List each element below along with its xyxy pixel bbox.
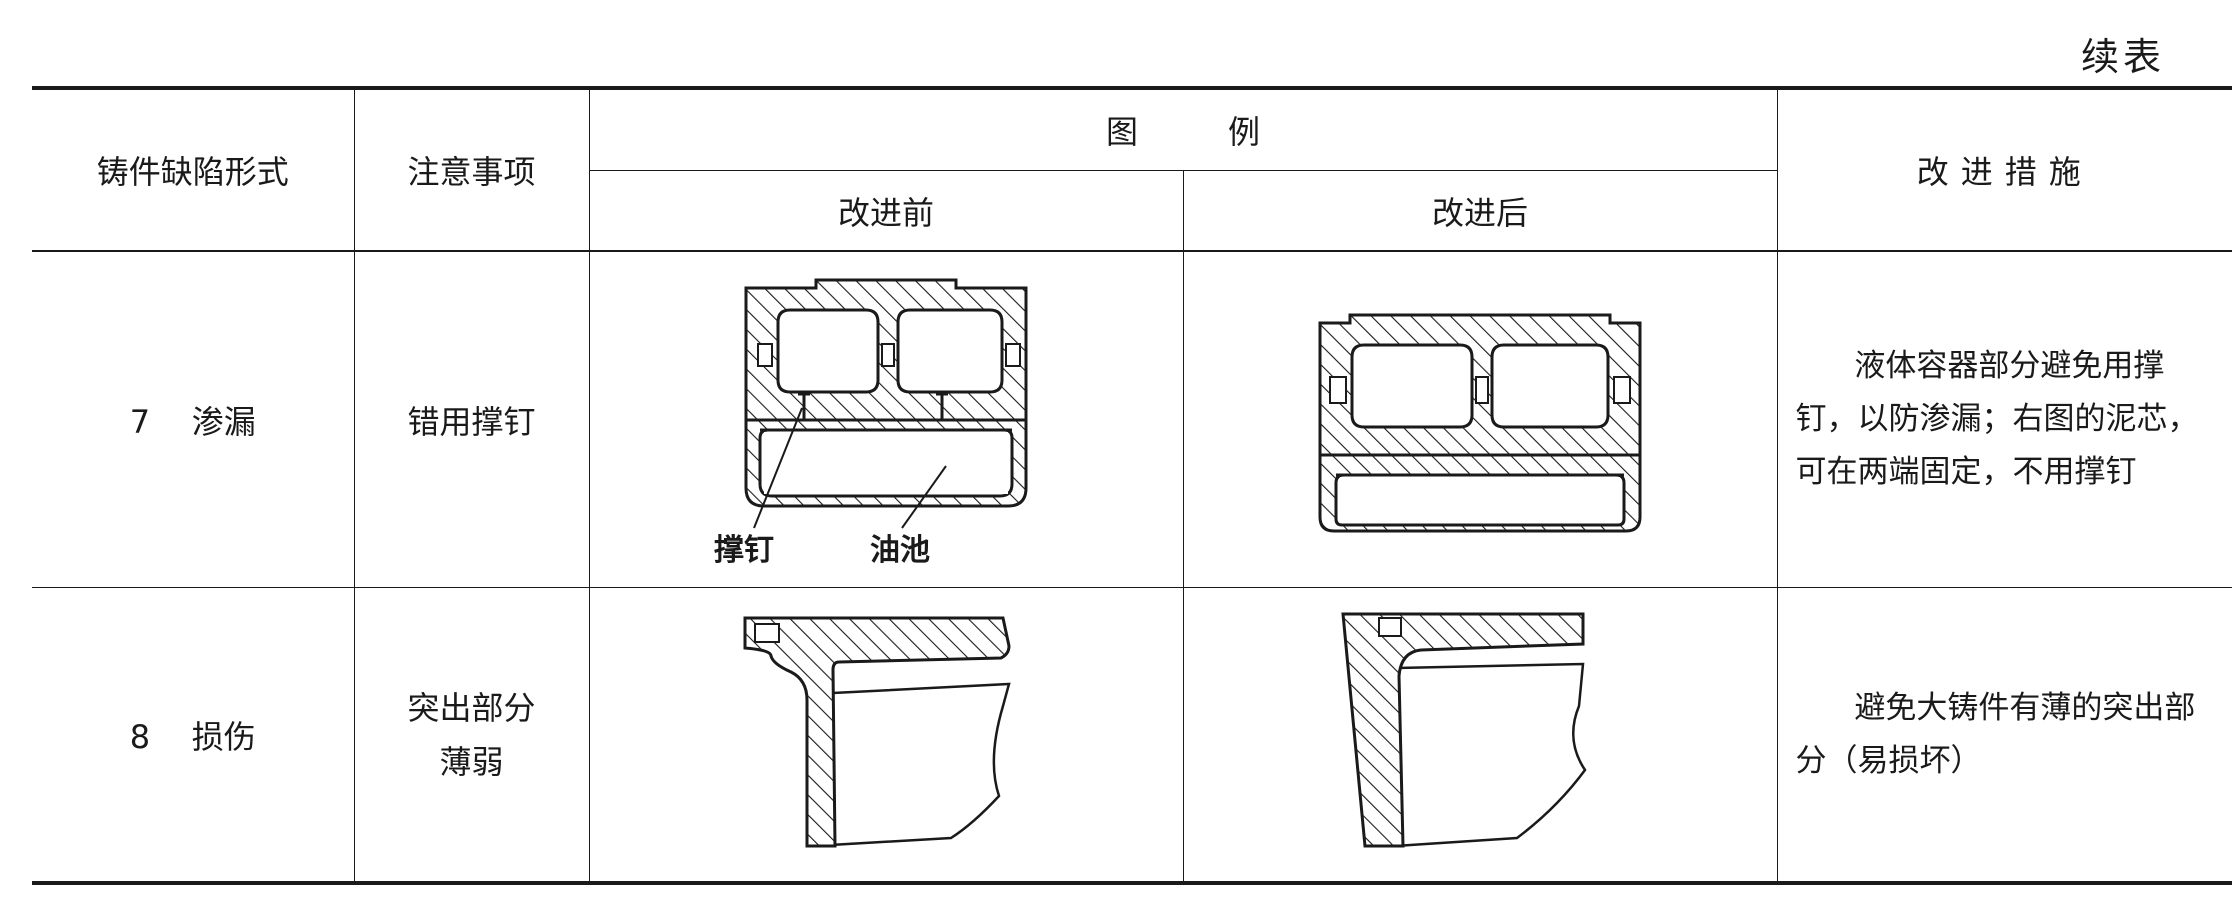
row8-measure-text: 避免大铸件有薄的突出部分（易损坏）: [1795, 689, 2196, 779]
row8-after-drawing: [1341, 612, 1587, 847]
header-figure-right: 例: [1228, 113, 1261, 151]
row7-measure-text: 液体容器部分避免用撑钉，以防渗漏；右图的泥芯，可在两端固定，不用撑钉: [1795, 348, 2199, 490]
row7-after-drawing: [1318, 313, 1642, 532]
row8-defect-label: 损伤: [191, 717, 256, 756]
header-figure: 图例: [588, 86, 1777, 171]
row8-note-line1: 突出部分: [407, 688, 536, 727]
row8-note-line2: 薄弱: [439, 742, 504, 781]
row8-measure: 避免大铸件有薄的突出部分（易损坏）: [1776, 587, 2232, 885]
row8-before-drawing: [743, 616, 1011, 847]
row8-figure-before: [588, 587, 1183, 885]
header-measures: 改进措施: [1776, 86, 2232, 252]
row7-figure-after: [1182, 251, 1777, 588]
header-notes: 注意事项: [353, 86, 589, 252]
row8-note: 突出部分 薄弱: [353, 587, 589, 885]
row8-before-casting: [743, 616, 1011, 847]
row7-note: 错用撑钉: [353, 251, 589, 588]
chaplet-label: 撑钉: [714, 533, 774, 568]
row7-number: 7: [129, 402, 151, 441]
row8-figure-after: [1182, 587, 1777, 885]
header-before: 改进前: [588, 170, 1183, 252]
header-figure-left: 图: [1105, 113, 1138, 151]
row7-defect-label: 渗漏: [191, 402, 256, 441]
header-after: 改进后: [1182, 170, 1777, 252]
row7-before-casting: [744, 278, 1028, 529]
row7-after-casting: [1318, 313, 1642, 532]
oil-pool-label: 油池: [870, 533, 930, 568]
row8-after-casting: [1341, 612, 1587, 847]
row8-number: 8: [129, 717, 151, 756]
row7-measure: 液体容器部分避免用撑钉，以防渗漏；右图的泥芯，可在两端固定，不用撑钉: [1776, 251, 2232, 588]
row7-figure-before: 撑钉 油池: [588, 251, 1183, 588]
row8-defect: 8 损伤: [32, 587, 354, 885]
row7-defect: 7 渗漏: [32, 251, 354, 588]
row7-before-drawing: 撑钉 油池: [714, 278, 1028, 568]
continued-label: 续表: [2080, 35, 2165, 79]
header-defect-form: 铸件缺陷形式: [32, 86, 354, 252]
